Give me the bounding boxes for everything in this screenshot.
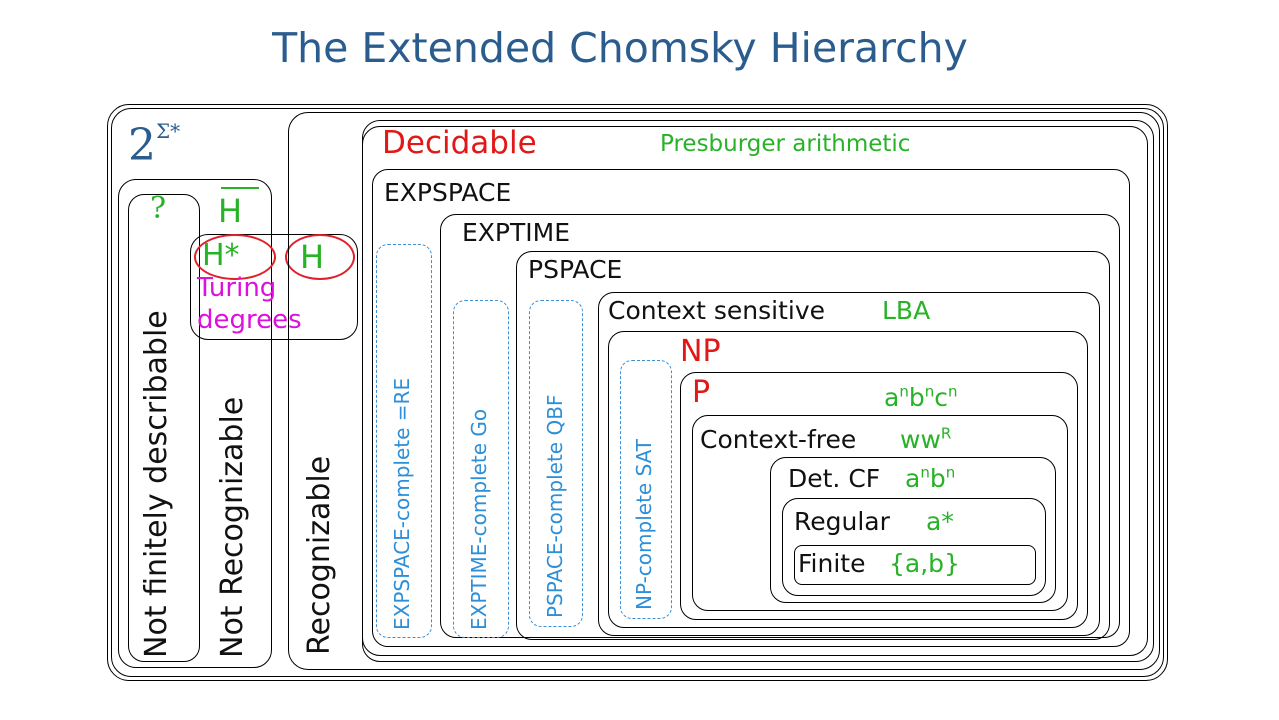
decidable-box-inner: [362, 126, 1148, 656]
not-recognizable-label: Not Recognizable: [215, 396, 250, 658]
recognizable-box: [288, 112, 1160, 670]
exptime-complete-label: EXPTIME-complete Go: [467, 408, 491, 630]
decidable-label: Decidable: [382, 125, 537, 161]
finite-box: [794, 545, 1036, 585]
pspace-label: PSPACE: [528, 255, 623, 284]
np-complete-box: [620, 360, 672, 619]
page-title: The Extended Chomsky Hierarchy: [272, 24, 968, 72]
det-cf-label: Det. CF: [788, 464, 881, 493]
np-box: [608, 331, 1088, 628]
power-set-box-outer: [107, 104, 1168, 681]
context-free-label: Context-free: [700, 425, 857, 454]
turing-degrees-box: [190, 234, 358, 340]
h-complement-bar: [221, 187, 259, 189]
h-star-ellipse: [194, 234, 276, 280]
context-free-box: [692, 415, 1068, 611]
expspace-complete-label: EXPSPACE-complete =RE: [390, 377, 414, 630]
np-complete-label: NP-complete SAT: [632, 439, 656, 610]
exptime-box: [440, 214, 1120, 638]
p-label: P: [692, 375, 711, 410]
h-complement: H: [218, 192, 243, 230]
h-halting: H: [300, 238, 325, 276]
not-finitely-describable-box: [128, 194, 200, 662]
exptime-label: EXPTIME: [462, 218, 571, 247]
exptime-complete-box: [453, 300, 509, 638]
anbncn-example: anbncn: [884, 382, 958, 412]
p-box: [680, 372, 1078, 620]
power-set-box-inner: [111, 108, 1164, 677]
expspace-complete-box: [376, 244, 432, 638]
not-finitely-describable-label: Not finitely describable: [139, 310, 174, 658]
h-star: H*: [202, 238, 240, 273]
det-cf-box: [770, 457, 1056, 603]
expspace-label: EXPSPACE: [384, 178, 512, 207]
h-ellipse: [285, 234, 355, 280]
context-sensitive-box: [598, 292, 1100, 636]
pspace-complete-label: PSPACE-complete QBF: [543, 394, 567, 618]
wwr-example: wwR: [900, 424, 952, 454]
pspace-complete-box: [529, 300, 583, 627]
a-star-example: a*: [926, 507, 954, 536]
power-set-label: 2Σ*: [128, 119, 181, 171]
question-mark: ?: [150, 191, 167, 226]
regular-label: Regular: [794, 507, 890, 536]
not-finitely-describable-box-outer: [118, 179, 272, 668]
finite-example: {a,b}: [889, 549, 960, 578]
pspace-box: [516, 251, 1110, 640]
context-sensitive-label: Context sensitive: [608, 296, 826, 325]
np-label: NP: [680, 334, 721, 369]
lba-example: LBA: [882, 296, 931, 325]
anbn-example: anbn: [905, 463, 956, 493]
regular-box: [782, 498, 1046, 596]
turing-degrees-line2: degrees: [197, 305, 302, 335]
expspace-box: [372, 169, 1130, 647]
turing-degrees-line1: Turing: [197, 273, 277, 303]
finite-label: Finite: [798, 549, 866, 578]
recognizable-label: Recognizable: [302, 455, 337, 655]
presburger-arithmetic: Presburger arithmetic: [660, 131, 911, 157]
